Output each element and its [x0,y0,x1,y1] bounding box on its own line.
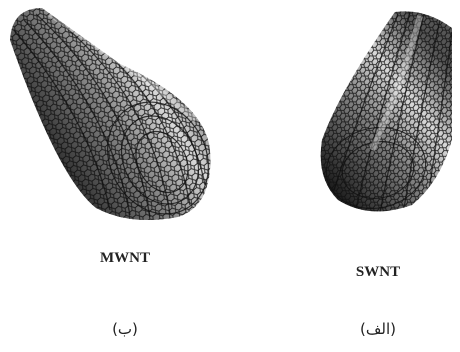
swnt-caption: (الف) [360,320,396,338]
swnt-label: SWNT [356,264,400,280]
mwnt-caption: (ب) [112,320,138,338]
mwnt-label: MWNT [100,250,150,266]
mwnt-tube-image [0,0,230,240]
swnt-tube-image [300,0,460,240]
